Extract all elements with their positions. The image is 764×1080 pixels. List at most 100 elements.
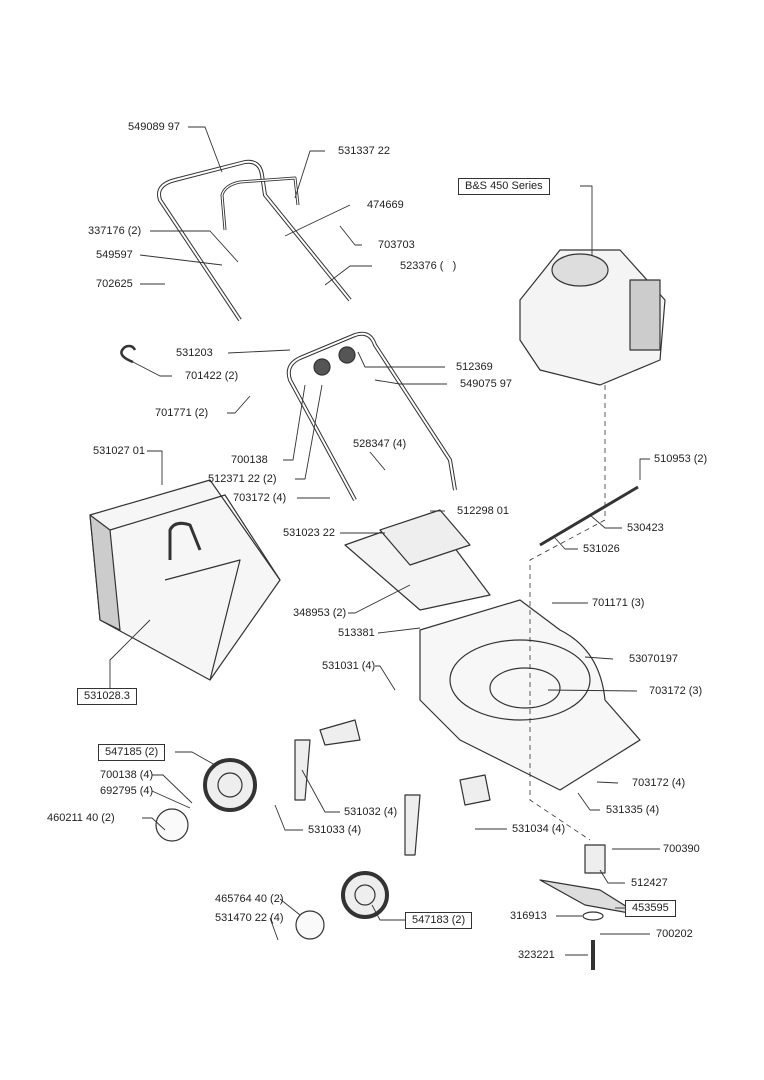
part-label: 531337 22 <box>338 145 390 157</box>
leader-line <box>109 619 151 689</box>
part-label: 700138 <box>231 454 268 466</box>
part-label: 703172 (4) <box>632 777 686 789</box>
knob <box>338 346 356 364</box>
height-adjuster <box>404 794 421 856</box>
leader-line <box>348 584 411 614</box>
part-label: 528347 (4) <box>353 438 407 450</box>
leader-line <box>132 361 172 377</box>
leader-line <box>577 792 600 811</box>
part-label: 530423 <box>627 522 664 534</box>
leader-line <box>547 689 638 692</box>
leader-line <box>374 379 447 385</box>
leader-line <box>339 225 362 246</box>
part-label: 700202 <box>656 928 693 940</box>
wheel-cap <box>155 808 189 842</box>
part-label: 465764 40 (2) <box>215 893 284 905</box>
part-label: 460211 40 (2) <box>47 812 115 824</box>
leader-line <box>227 349 291 354</box>
part-label: 700138 (4) <box>100 769 154 781</box>
leader-line <box>580 185 593 255</box>
part-label: 453595 <box>625 900 676 917</box>
leader-line <box>589 514 622 529</box>
part-label: 512371 22 (2) <box>208 473 277 485</box>
part-label: 53070197 <box>629 653 678 665</box>
leader-line <box>357 351 445 368</box>
rear-axle-rod <box>539 485 639 547</box>
leader-line <box>599 869 625 884</box>
part-label: 692795 (4) <box>100 785 154 797</box>
part-label: 531034 (4) <box>512 823 566 835</box>
leader-line <box>584 656 614 660</box>
part-label: 531028.3 <box>77 688 137 705</box>
part-label: 702625 <box>96 278 133 290</box>
leader-line <box>188 126 223 173</box>
part-label: 510953 (2) <box>654 453 708 465</box>
leader-line <box>274 804 303 831</box>
part-label: 531033 (4) <box>308 824 362 836</box>
part-label: 512369 <box>456 361 493 373</box>
part-label: B&S 450 Series <box>458 178 550 195</box>
part-label: 531031 (4) <box>322 660 376 672</box>
knob <box>313 358 331 376</box>
leader-line <box>369 451 386 471</box>
part-label: 700390 <box>663 843 700 855</box>
part-label: 348953 (2) <box>293 607 347 619</box>
part-label: 549089 97 <box>128 121 180 133</box>
part-label: 531470 22 (4) <box>215 912 284 924</box>
leader-line <box>142 817 166 831</box>
leader-line <box>152 774 193 804</box>
part-label: 512298 01 <box>457 505 509 517</box>
part-label: 701171 (3) <box>592 597 645 609</box>
leader-line <box>295 384 323 480</box>
part-label: 531026 <box>583 543 620 555</box>
part-label: 531335 (4) <box>606 804 660 816</box>
part-label: 703703 <box>378 239 415 251</box>
part-label: 531032 (4) <box>344 806 398 818</box>
leader-line <box>227 395 251 414</box>
engine <box>519 249 666 386</box>
part-label: 703172 (3) <box>649 685 703 697</box>
leader-line <box>294 150 325 199</box>
front-wheel <box>341 871 389 919</box>
leader-line <box>283 384 306 461</box>
part-label: 549075 97 <box>460 378 512 390</box>
part-label: 549597 <box>96 249 133 261</box>
leader-line <box>324 265 372 286</box>
part-label: 337176 (2) <box>88 225 142 237</box>
leader-line <box>377 627 421 634</box>
leader-line <box>284 204 351 237</box>
leader-line <box>147 450 163 485</box>
part-label: 512427 <box>631 877 668 889</box>
part-label: 547185 (2) <box>98 744 166 761</box>
leader-line <box>175 751 216 766</box>
part-label: 316913 <box>510 910 547 922</box>
leader-line <box>639 458 650 480</box>
clip <box>120 344 137 364</box>
part-label: 547183 (2) <box>405 912 473 929</box>
wheel-cap <box>295 910 325 940</box>
leader-line <box>151 790 191 809</box>
rear-wheel <box>203 758 257 812</box>
lower-handle <box>286 331 457 501</box>
part-label: 474669 <box>367 199 404 211</box>
leader-line <box>139 254 223 266</box>
leader-line <box>371 904 405 921</box>
part-label: 701422 (2) <box>185 370 239 382</box>
leader-line <box>554 537 578 550</box>
grass-bag <box>89 479 281 681</box>
blade-adapter <box>584 844 606 874</box>
part-label: 531203 <box>176 347 213 359</box>
part-label: 703172 (4) <box>233 492 287 504</box>
part-label: 513381 <box>338 627 375 639</box>
part-label: 531027 01 <box>93 445 145 457</box>
leader-line <box>375 665 396 691</box>
part-label: 531023 22 <box>283 527 335 539</box>
part-label: 523376 ( ) <box>400 260 457 272</box>
part-label: 701771 (2) <box>155 407 209 419</box>
leader-line <box>279 898 301 916</box>
part-label: 323221 <box>518 949 555 961</box>
leader-line <box>596 781 619 784</box>
leader-line <box>269 917 279 941</box>
